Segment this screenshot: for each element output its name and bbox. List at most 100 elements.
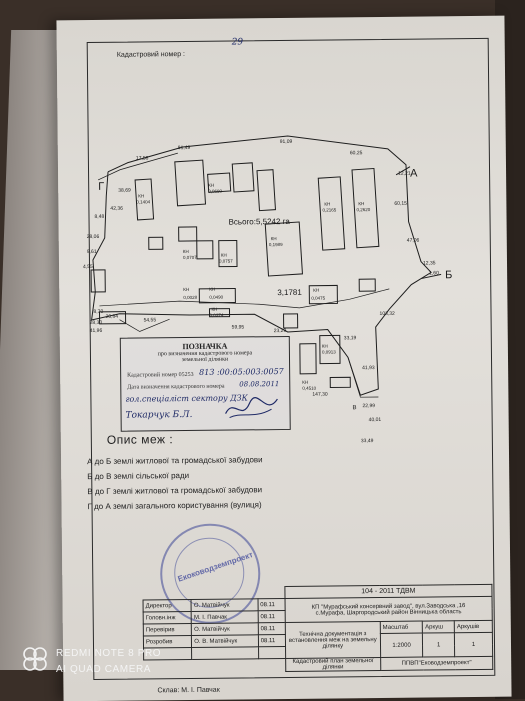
edge-length: 28,06 (87, 234, 100, 240)
edge-length: 8,48 (94, 214, 104, 220)
boundary-row: В до Г землі житлової та громадської заб… (87, 485, 263, 497)
cadastral-number-handwritten: 813 :00:05:003:0057 (199, 367, 284, 377)
scale-header: Масштаб (380, 621, 423, 634)
name-cell: М. І. Павчак (191, 610, 258, 624)
scale-value: 1:2000 (380, 633, 423, 658)
edge-length: 103,32 (380, 311, 396, 317)
edge-length: 1,60 (429, 270, 439, 276)
sheet-header: Аркуш (422, 620, 455, 634)
inner-area-label: 3,1781 (277, 288, 302, 297)
cadastral-notation-box: ПОЗНАЧКА про визначення кадастрового ном… (119, 335, 291, 432)
edge-length: 81,49 (178, 145, 191, 151)
edge-length: 47,06 (407, 238, 420, 244)
edge-length: 60,15 (394, 201, 407, 207)
cadastral-date-line: Дата визначення кадастрового номера (127, 383, 225, 391)
edge-length: 23,29 (274, 328, 287, 334)
sheets-header: Аркушів (454, 620, 493, 633)
building-code: КН (138, 193, 144, 198)
company-name: ППВП"Еководземпроект" (380, 656, 493, 671)
edge-length: 4,55 (83, 264, 93, 270)
building-area: 0,0707 (183, 255, 197, 260)
site-plan: Всього:5,5242 га 3,1781 А Б В Г 17,58 81… (83, 135, 452, 444)
watermark-model: REDMI NOTE 8 PRO (56, 648, 162, 659)
signature-scribble (225, 397, 278, 419)
building-area: 0,4510 (302, 386, 316, 391)
building-area: 0,0913 (322, 349, 336, 354)
cadastral-date-handwritten: 08.08.2011 (239, 380, 280, 389)
edge-length: 9,61 (87, 249, 97, 255)
edge-length: 59,95 (232, 324, 245, 330)
total-area-label: Всього:5,5242 га (229, 217, 291, 227)
edge-length: 22,99 (362, 403, 375, 409)
edge-length: 42,36 (110, 206, 123, 212)
building-area: 0,0757 (219, 259, 233, 264)
name-cell: О. Матвійчук (191, 622, 259, 636)
camera-logo-icon (23, 647, 47, 671)
building-code: КН (211, 307, 217, 312)
point-b-label: Б (445, 269, 452, 281)
edge-length: 33,49 (361, 438, 374, 444)
building-code: КН (302, 380, 308, 385)
boundary-line (90, 135, 432, 396)
building-code: КН (313, 288, 319, 293)
edge-length: 38,69 (118, 188, 131, 194)
building-code: КН (358, 201, 364, 206)
boundaries-title: Опис меж : (106, 432, 174, 447)
edge-length: 54,55 (144, 317, 157, 323)
building-area: 0,0374 (210, 313, 224, 318)
date-cell: 08.11 (257, 622, 286, 635)
date-cell: 08.11 (257, 610, 286, 623)
name-cell: О. В. Матвійчук (191, 634, 259, 648)
document-page: Кадастровий номер : 29 (56, 15, 512, 701)
building-area: 0,1989 (269, 242, 283, 247)
date-cell: 08.11 (257, 598, 285, 611)
role-cell: Директор (143, 599, 192, 612)
sheets-value: 1 (454, 632, 493, 657)
edge-length: 60,25 (350, 150, 363, 156)
building-code: КН (322, 344, 328, 349)
building-code: КН (209, 287, 215, 292)
edge-length: 33,19 (344, 335, 357, 341)
boundary-row: А до Б землі житлової та громадської заб… (87, 455, 263, 467)
building-area: 0,1404 (136, 199, 150, 204)
building-code: КН (183, 249, 189, 254)
cadastral-number-line: Кадастровий номер 05253 (127, 371, 194, 379)
role-cell: Розробив (143, 635, 192, 648)
edge-length: 17,58 (136, 155, 149, 161)
plan-title: Кадастровий план земельної ділянки (285, 657, 381, 672)
specialist-name-handwritten: Токарчук Б.Л. (125, 409, 193, 421)
watermark-camera: AI QUAD CAMERA (56, 664, 152, 675)
building-area: 0,0475 (311, 296, 325, 301)
building-code: КН (183, 287, 189, 292)
boundary-row: Г до А землі загального користування (ву… (87, 500, 262, 512)
point-g-label: Г (98, 181, 104, 193)
point-v-label: В (352, 405, 356, 411)
edge-length: 8,70 (93, 309, 103, 315)
edge-length: 41,93 (362, 365, 375, 371)
building-area: 0,2620 (356, 207, 370, 212)
building-area: 0,0490 (209, 295, 223, 300)
compiled-by: Склав: М. І. Павчак (157, 686, 220, 695)
building-area: 0,0028 (183, 295, 197, 300)
edge-length: 12,35 (423, 260, 436, 266)
edge-length: 20,84 (106, 314, 119, 320)
building-area: 0,0690 (208, 189, 222, 194)
building-code: КН (271, 236, 277, 241)
date-cell: 08.11 (258, 634, 286, 647)
name-cell: О. Матвійчук (191, 598, 258, 612)
role-cell: Головн.інж (143, 611, 192, 624)
edge-length: 12,21 (398, 171, 411, 177)
title-block: 104 - 2011 ТДВМ Директор О. Матвійчук 08… (142, 584, 493, 674)
edge-length: 41,96 (90, 328, 103, 334)
building-code: КН (221, 253, 227, 258)
sheet-value: 1 (422, 632, 455, 658)
building-code: КН (208, 183, 214, 188)
point-a-label: А (410, 168, 418, 180)
building-area: 0,2165 (322, 207, 336, 212)
edge-length: 91,09 (280, 139, 293, 145)
notation-subtitle: земельної ділянки (181, 356, 229, 364)
edge-length: 40,01 (369, 417, 382, 423)
doc-title: Технічна документація з встановлення меж… (285, 621, 381, 659)
edge-length: 147,30 (312, 392, 328, 398)
edge-length: 28,30 (90, 320, 103, 326)
